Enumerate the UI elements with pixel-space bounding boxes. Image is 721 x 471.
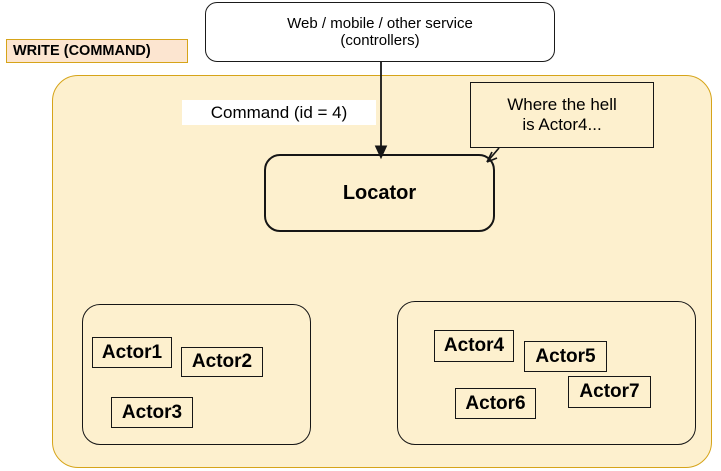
write-command-label-text: WRITE (COMMAND) (13, 42, 151, 59)
actor-group-right (397, 301, 696, 445)
actor-box-actor4[interactable]: Actor4 (434, 330, 514, 362)
service-label-line2: (controllers) (340, 32, 420, 49)
callout-line2: is Actor4... (522, 115, 602, 134)
service-node[interactable]: Web / mobile / other service (controller… (205, 2, 555, 62)
write-command-label: WRITE (COMMAND) (6, 39, 188, 63)
callout-line1: Where the hell (507, 95, 617, 115)
actor-box-actor1[interactable]: Actor1 (92, 337, 172, 368)
actor-box-actor6[interactable]: Actor6 (455, 388, 536, 419)
locator-label: Locator (342, 181, 417, 204)
service-label-line1: Web / mobile / other service (287, 14, 473, 32)
command-edge-label: Command (id = 4) (182, 100, 376, 125)
actor-box-actor5[interactable]: Actor5 (524, 341, 607, 372)
callout-note: Where the hell is Actor4... (470, 82, 654, 148)
actor-box-actor2[interactable]: Actor2 (181, 347, 263, 377)
actor-box-actor7[interactable]: Actor7 (568, 376, 651, 408)
actor-box-actor3[interactable]: Actor3 (111, 397, 193, 428)
command-edge-label-text: Command (id = 4) (210, 102, 348, 122)
locator-node[interactable]: Locator (264, 154, 495, 232)
